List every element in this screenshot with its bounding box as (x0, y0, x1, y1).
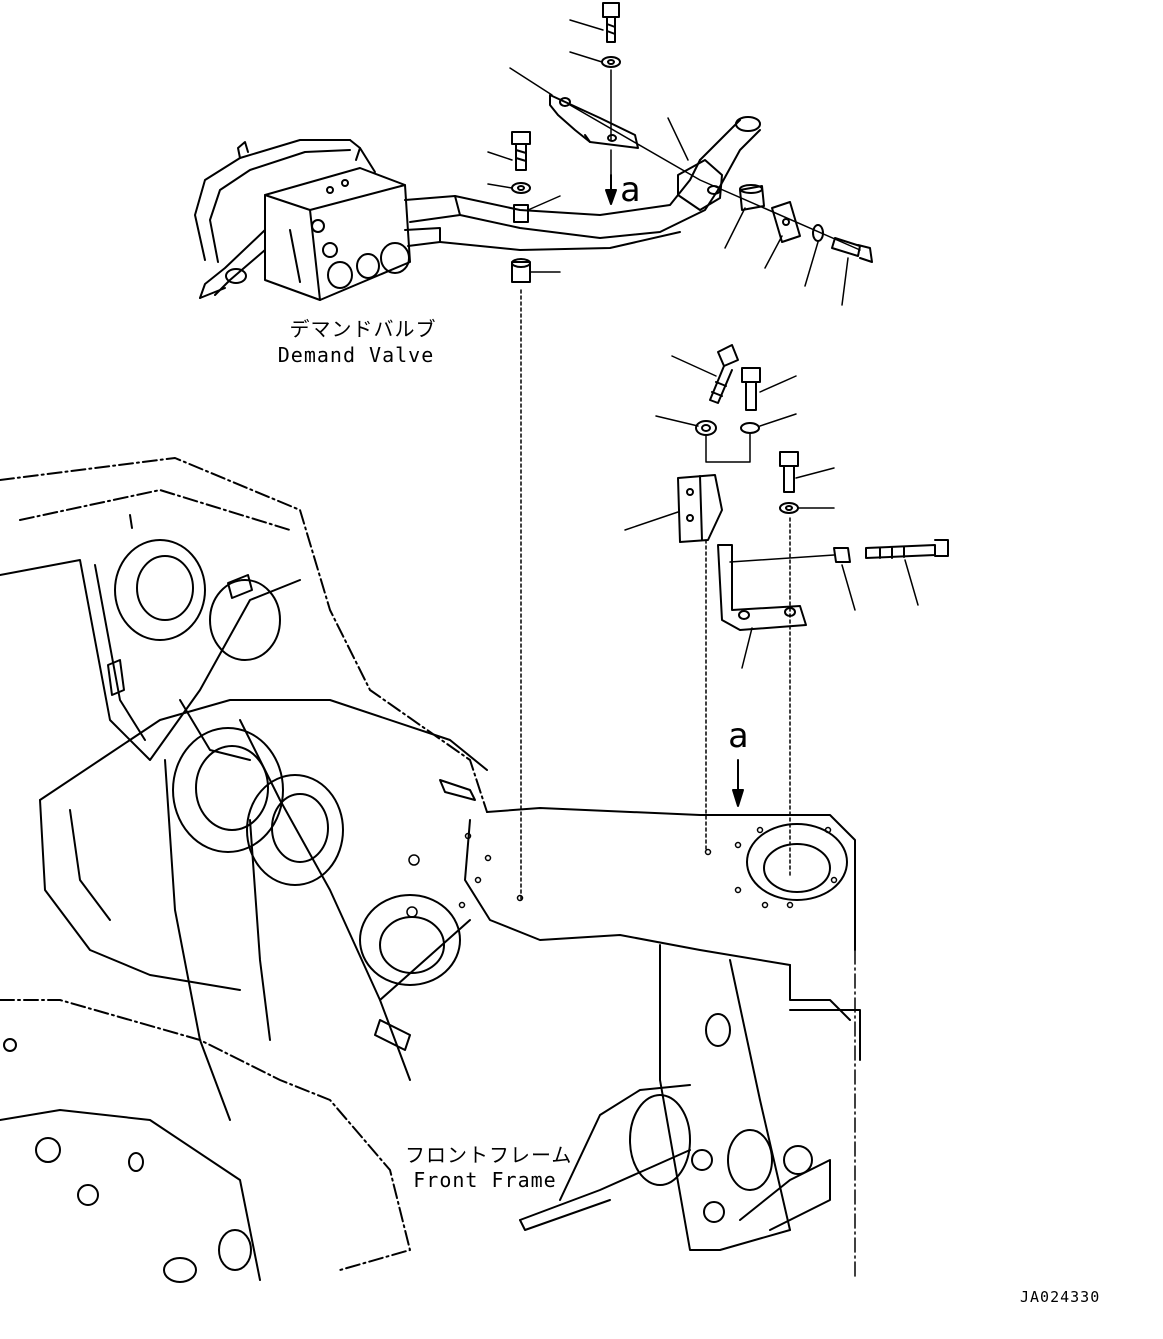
front-frame-label-en: Front Frame (413, 1168, 557, 1192)
demand-valve (194, 116, 761, 301)
view-arrow-label-lower: a (728, 716, 749, 756)
upper-bracket-assembly (511, 2, 873, 901)
right-bracket-assembly (677, 344, 949, 876)
front-frame-label-jp: フロントフレーム (405, 1143, 573, 1167)
leader-lines (487, 19, 919, 669)
drawing-code: JA024330 (1020, 1288, 1101, 1306)
view-arrow-label-upper: a (620, 170, 641, 210)
front-frame (0, 457, 861, 1283)
demand-valve-label-en: Demand Valve (277, 343, 435, 367)
demand-valve-label-jp: デマンドバルブ (289, 317, 437, 341)
